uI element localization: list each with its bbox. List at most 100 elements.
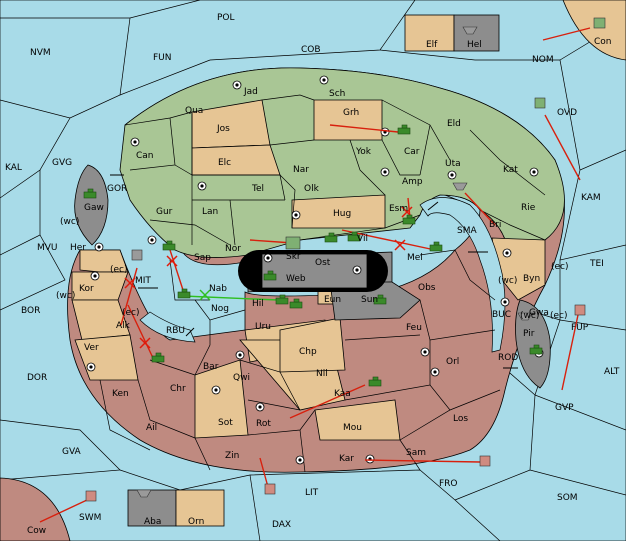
label-kal: KAL bbox=[5, 163, 22, 173]
territory-aba[interactable] bbox=[127, 489, 177, 527]
label-con: Con bbox=[594, 37, 612, 47]
fleet-icon[interactable] bbox=[534, 97, 546, 109]
tank-icon[interactable] bbox=[373, 294, 387, 305]
tank-icon[interactable] bbox=[275, 294, 289, 305]
label-can: Can bbox=[136, 151, 154, 161]
tank-icon[interactable] bbox=[263, 270, 277, 281]
supply-center-icon bbox=[447, 170, 457, 180]
label-coast: (wc) bbox=[520, 311, 539, 321]
tank-icon[interactable] bbox=[347, 231, 361, 242]
label-uru: Uru bbox=[255, 322, 271, 332]
supply-center-icon bbox=[319, 75, 329, 85]
label-kam: KAM bbox=[581, 193, 601, 203]
fleet-icon[interactable] bbox=[452, 182, 468, 191]
tank-icon[interactable] bbox=[397, 124, 411, 135]
supply-centers bbox=[86, 75, 544, 465]
label-hug: Hug bbox=[333, 209, 351, 219]
tank-icon[interactable] bbox=[162, 240, 176, 251]
fleet-icon[interactable] bbox=[85, 490, 97, 502]
label-sch: Sch bbox=[329, 89, 345, 99]
label-zin: Zin bbox=[225, 451, 239, 461]
label-esm: Esm bbox=[389, 204, 408, 214]
label-kor: Kor bbox=[79, 284, 94, 294]
territory-hel[interactable] bbox=[453, 14, 500, 52]
tank-icon[interactable] bbox=[529, 344, 543, 355]
label-lan: Lan bbox=[202, 207, 218, 217]
fleet-icon[interactable] bbox=[479, 455, 491, 467]
label-sma: SMA bbox=[457, 226, 477, 236]
label-byn: Byn bbox=[523, 274, 540, 284]
tank-icon[interactable] bbox=[177, 288, 191, 299]
supply-center-icon bbox=[235, 350, 245, 360]
tank-icon[interactable] bbox=[289, 298, 303, 309]
tank-icon[interactable] bbox=[151, 352, 165, 363]
territory-pir[interactable] bbox=[515, 299, 551, 389]
tank-icon[interactable] bbox=[83, 188, 97, 199]
label-swm: SWM bbox=[79, 513, 101, 523]
label-rbu: RBU bbox=[166, 326, 185, 336]
label-sap: Sap bbox=[194, 253, 211, 263]
supply-center-icon bbox=[211, 385, 221, 395]
label-web: Web bbox=[286, 274, 306, 284]
fleet-icon[interactable] bbox=[264, 483, 276, 495]
label-nab: Nab bbox=[209, 284, 227, 294]
label-skr: Skr bbox=[286, 252, 301, 262]
label-mvu: MVU bbox=[37, 243, 58, 253]
supply-center-icon bbox=[430, 367, 440, 377]
label-nom: NOM bbox=[532, 55, 554, 65]
supply-center-icon bbox=[255, 402, 265, 412]
territory-grh[interactable] bbox=[313, 99, 383, 141]
territory-gaw[interactable] bbox=[74, 164, 109, 246]
move-orders bbox=[39, 27, 591, 523]
territory-web[interactable] bbox=[261, 253, 368, 289]
fleet-icon[interactable] bbox=[285, 236, 301, 250]
label-mit: MIT bbox=[135, 276, 151, 286]
label-fro: FRO bbox=[439, 479, 458, 489]
supply-center-icon bbox=[291, 210, 301, 220]
label-tei: TEI bbox=[589, 259, 604, 269]
label-eun: Eun bbox=[324, 295, 341, 305]
label-uta: Uta bbox=[445, 159, 461, 169]
label-qwi: Qwi bbox=[233, 373, 250, 383]
label-vil: Vil bbox=[357, 234, 368, 244]
label-yok: Yok bbox=[355, 147, 372, 157]
label-fun: FUN bbox=[153, 53, 172, 63]
fleet-icon[interactable] bbox=[574, 304, 586, 316]
label-bar: Bar bbox=[203, 362, 219, 372]
label-jad: Jad bbox=[243, 87, 258, 97]
label-ver: Ver bbox=[84, 343, 99, 353]
coast-labels: (wc) (ec) (wc) (ec) (wc) (ec) (wc) (ec) bbox=[56, 217, 569, 321]
fleets[interactable] bbox=[85, 17, 606, 502]
fleet-icon[interactable] bbox=[136, 489, 152, 498]
tank-icon[interactable] bbox=[429, 241, 443, 252]
supply-center-icon bbox=[380, 167, 390, 177]
territory-elf[interactable] bbox=[404, 14, 455, 52]
label-her: Her bbox=[70, 243, 86, 253]
territory-orn[interactable] bbox=[175, 489, 225, 527]
label-coast: (ec) bbox=[122, 308, 140, 318]
label-nvm: NVM bbox=[30, 48, 51, 58]
label-los: Los bbox=[453, 414, 468, 424]
fleet-icon[interactable] bbox=[462, 26, 478, 35]
tank-icon[interactable] bbox=[402, 214, 416, 225]
tank-icon[interactable] bbox=[368, 376, 382, 387]
label-nor: Nor bbox=[225, 244, 241, 254]
supply-center-icon bbox=[86, 362, 96, 372]
supply-center-icon bbox=[529, 167, 539, 177]
territory-elc[interactable] bbox=[191, 144, 281, 176]
tank-icon[interactable] bbox=[324, 232, 338, 243]
internal-borders bbox=[99, 94, 546, 473]
fleet-icon[interactable] bbox=[593, 17, 606, 29]
label-qua: Qua bbox=[185, 106, 203, 116]
label-buc: BUC bbox=[492, 310, 511, 320]
territory-chp[interactable] bbox=[279, 317, 346, 373]
units[interactable] bbox=[83, 124, 543, 387]
label-gvg: GVG bbox=[52, 158, 72, 168]
label-eld: Eld bbox=[447, 119, 461, 129]
fleet-icon[interactable] bbox=[517, 312, 533, 321]
label-coast: (ec) bbox=[550, 311, 568, 321]
label-gva: GVA bbox=[62, 447, 82, 457]
label-grh: Grh bbox=[343, 108, 359, 118]
label-coast: (ec) bbox=[110, 265, 128, 275]
fleet-icon[interactable] bbox=[131, 249, 143, 261]
